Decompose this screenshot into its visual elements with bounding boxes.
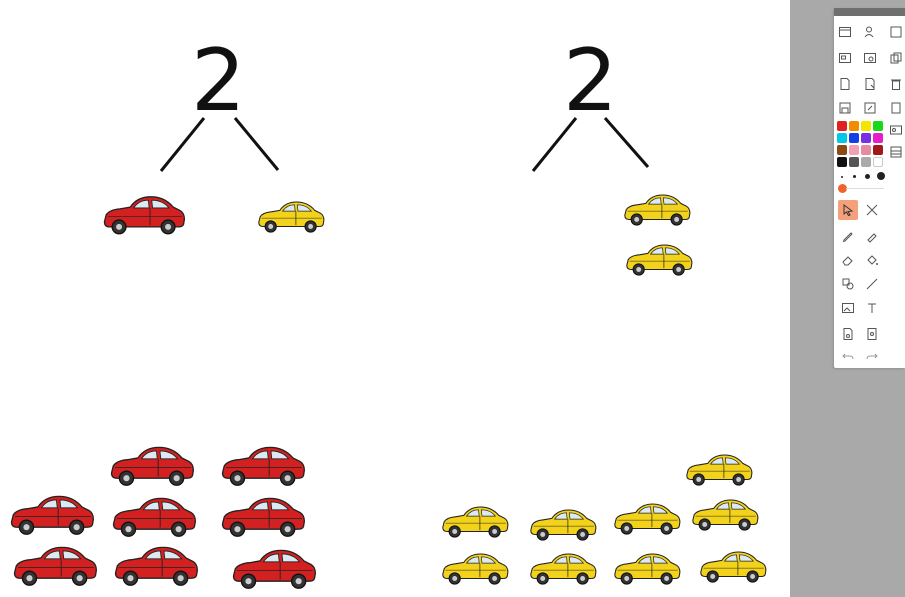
color-swatch-blue[interactable] [849, 133, 859, 143]
copy-icon[interactable] [888, 50, 904, 66]
yellow-car[interactable] [622, 190, 692, 228]
red-car[interactable] [219, 442, 307, 488]
number-left: 2 [191, 31, 246, 131]
red-car[interactable] [11, 542, 99, 588]
color-swatch-magenta[interactable] [873, 133, 883, 143]
trash-icon[interactable] [888, 76, 904, 92]
stroke-size-xs[interactable] [841, 176, 843, 178]
undo-icon[interactable] [840, 348, 856, 364]
export-icon[interactable] [862, 100, 878, 116]
color-swatch-orange[interactable] [849, 121, 859, 131]
yellow-car[interactable] [624, 240, 694, 278]
bond-line-left-a [159, 117, 206, 172]
red-car[interactable] [8, 491, 96, 537]
color-swatch-darkred[interactable] [873, 145, 883, 155]
color-swatch-pink[interactable] [849, 145, 859, 155]
panel-drag-handle[interactable] [834, 8, 905, 16]
window-icon[interactable] [837, 24, 853, 40]
add-page-icon[interactable] [840, 326, 856, 342]
yellow-car[interactable] [440, 549, 510, 587]
pen-icon[interactable] [840, 228, 856, 244]
yellow-car[interactable] [684, 450, 754, 488]
yellow-car[interactable] [612, 499, 682, 537]
search-screen-icon[interactable] [862, 50, 878, 66]
select-icon[interactable] [838, 200, 858, 220]
yellow-car[interactable] [698, 547, 768, 585]
tool-panel [834, 8, 905, 368]
yellow-car[interactable] [612, 549, 682, 587]
bond-line-right-b [603, 117, 650, 168]
fill-icon[interactable] [864, 252, 880, 268]
board-icon[interactable] [837, 50, 853, 66]
text-icon[interactable] [864, 300, 880, 316]
color-swatch-cyan[interactable] [837, 133, 847, 143]
stroke-size-m[interactable] [865, 174, 870, 179]
bond-line-left-b [233, 117, 280, 171]
color-swatch-green[interactable] [873, 121, 883, 131]
color-swatch-purple[interactable] [861, 133, 871, 143]
whiteboard-canvas[interactable]: 2 2 [0, 0, 790, 597]
red-car[interactable] [112, 542, 200, 588]
screen-icon[interactable] [888, 24, 904, 40]
user-switch-icon[interactable] [862, 24, 878, 40]
red-car[interactable] [219, 493, 307, 539]
marker-icon[interactable] [864, 228, 880, 244]
gallery-icon[interactable] [888, 122, 904, 138]
stroke-size-l[interactable] [877, 172, 885, 180]
color-swatch-yellow[interactable] [861, 121, 871, 131]
layout-icon[interactable] [888, 144, 904, 160]
yellow-car[interactable] [528, 505, 598, 543]
color-swatch-red[interactable] [837, 121, 847, 131]
yellow-car[interactable] [256, 197, 326, 235]
stroke-size-s[interactable] [853, 175, 856, 178]
bond-line-right-a [531, 117, 578, 172]
red-car[interactable] [101, 190, 187, 238]
color-swatch-white[interactable] [873, 157, 883, 167]
page-next-icon[interactable] [862, 76, 878, 92]
eraser-icon[interactable] [840, 252, 856, 268]
yellow-car[interactable] [690, 495, 760, 533]
tools-icon[interactable] [864, 202, 880, 218]
redo-icon[interactable] [864, 348, 880, 364]
line-icon[interactable] [864, 276, 880, 292]
save-icon[interactable] [837, 100, 853, 116]
red-car[interactable] [110, 493, 198, 539]
color-swatch-gray[interactable] [861, 157, 871, 167]
active-color-indicator[interactable] [838, 184, 847, 193]
shapes-icon[interactable] [840, 276, 856, 292]
yellow-car[interactable] [440, 502, 510, 540]
number-right: 2 [563, 31, 618, 131]
color-swatch-rose[interactable] [861, 145, 871, 155]
yellow-car[interactable] [528, 549, 598, 587]
color-slider[interactable] [846, 188, 884, 189]
red-car[interactable] [108, 442, 196, 488]
color-swatch-darkgray[interactable] [849, 157, 859, 167]
page-prev-icon[interactable] [837, 76, 853, 92]
image-icon[interactable] [840, 300, 856, 316]
color-swatch-brown[interactable] [837, 145, 847, 155]
red-car[interactable] [230, 545, 318, 591]
new-doc-icon[interactable] [864, 326, 880, 342]
duplicate-icon[interactable] [888, 100, 904, 116]
color-swatch-black[interactable] [837, 157, 847, 167]
